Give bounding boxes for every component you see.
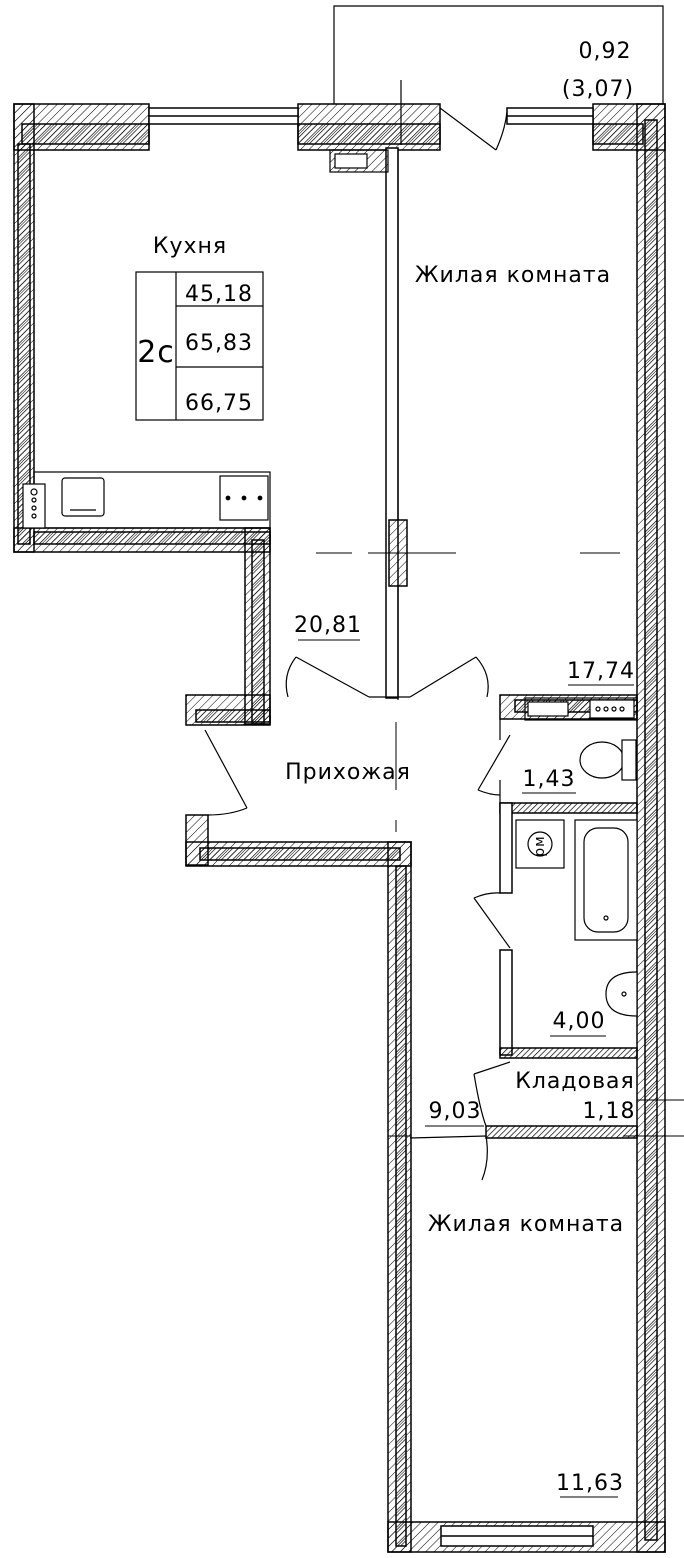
fixtures (22, 149, 638, 1017)
wall-wc-bath (499, 802, 638, 814)
washing-machine-icon (515, 819, 565, 869)
plan-type-code: 2c (137, 335, 175, 370)
toilet-icon (579, 739, 637, 781)
area-summary-table (135, 271, 264, 421)
room-name-kitchen: Кухня (153, 234, 227, 259)
axis-marks (316, 552, 684, 1137)
cooktop-icon (219, 475, 269, 521)
room-name-living1: Жилая комната (415, 263, 611, 288)
living-area-total: 45,18 (185, 282, 253, 307)
stove-icon (22, 483, 46, 529)
ventilation-shaft-icon (329, 149, 389, 173)
balcony-area: 0,92 (579, 39, 632, 64)
room-name-storage: Кладовая (515, 1069, 635, 1094)
room-name-hallway: Прихожая (285, 760, 411, 785)
sink-icon (61, 477, 105, 517)
balcony (333, 5, 664, 145)
door-entry[interactable] (204, 729, 248, 816)
total-area: 65,83 (185, 331, 253, 356)
door-living1[interactable] (409, 656, 489, 698)
door-bathroom[interactable] (473, 892, 511, 949)
balcony-area-full: (3,07) (562, 77, 634, 102)
doors (204, 656, 511, 1181)
room-area-wc: 1,43 (523, 767, 576, 792)
room-area-hallway: 9,03 (429, 1099, 482, 1124)
door-kitchen[interactable] (285, 656, 370, 698)
room-area-living2: 11,63 (556, 1471, 624, 1496)
room-name-living2: Жилая комната (428, 1212, 624, 1237)
walls (13, 103, 666, 1553)
wall-partition-kitchen-living (385, 147, 399, 699)
room-area-kitchen: 20,81 (294, 613, 362, 638)
interior-lines (369, 148, 501, 803)
ventilation-shaft-icon (524, 697, 638, 721)
door-wc[interactable] (477, 734, 511, 796)
door-living2[interactable] (409, 1135, 488, 1181)
balcony-door[interactable] (439, 107, 508, 151)
wall-bath-left-lower (499, 949, 513, 1056)
room-area-living1: 17,74 (567, 659, 635, 684)
total-area-with-balcony: 66,75 (185, 391, 253, 416)
door-storage[interactable] (473, 1061, 511, 1127)
washing-machine-label: рм (532, 835, 548, 856)
wall-bath-bottom (499, 1047, 638, 1059)
washbasin-icon (605, 971, 638, 1017)
wall-storage-bottom (485, 1125, 638, 1139)
bathtub-icon (574, 819, 638, 941)
room-area-storage: 1,18 (583, 1099, 636, 1124)
room-area-bathroom: 4,00 (553, 1009, 606, 1034)
wall-bath-left (499, 802, 513, 894)
